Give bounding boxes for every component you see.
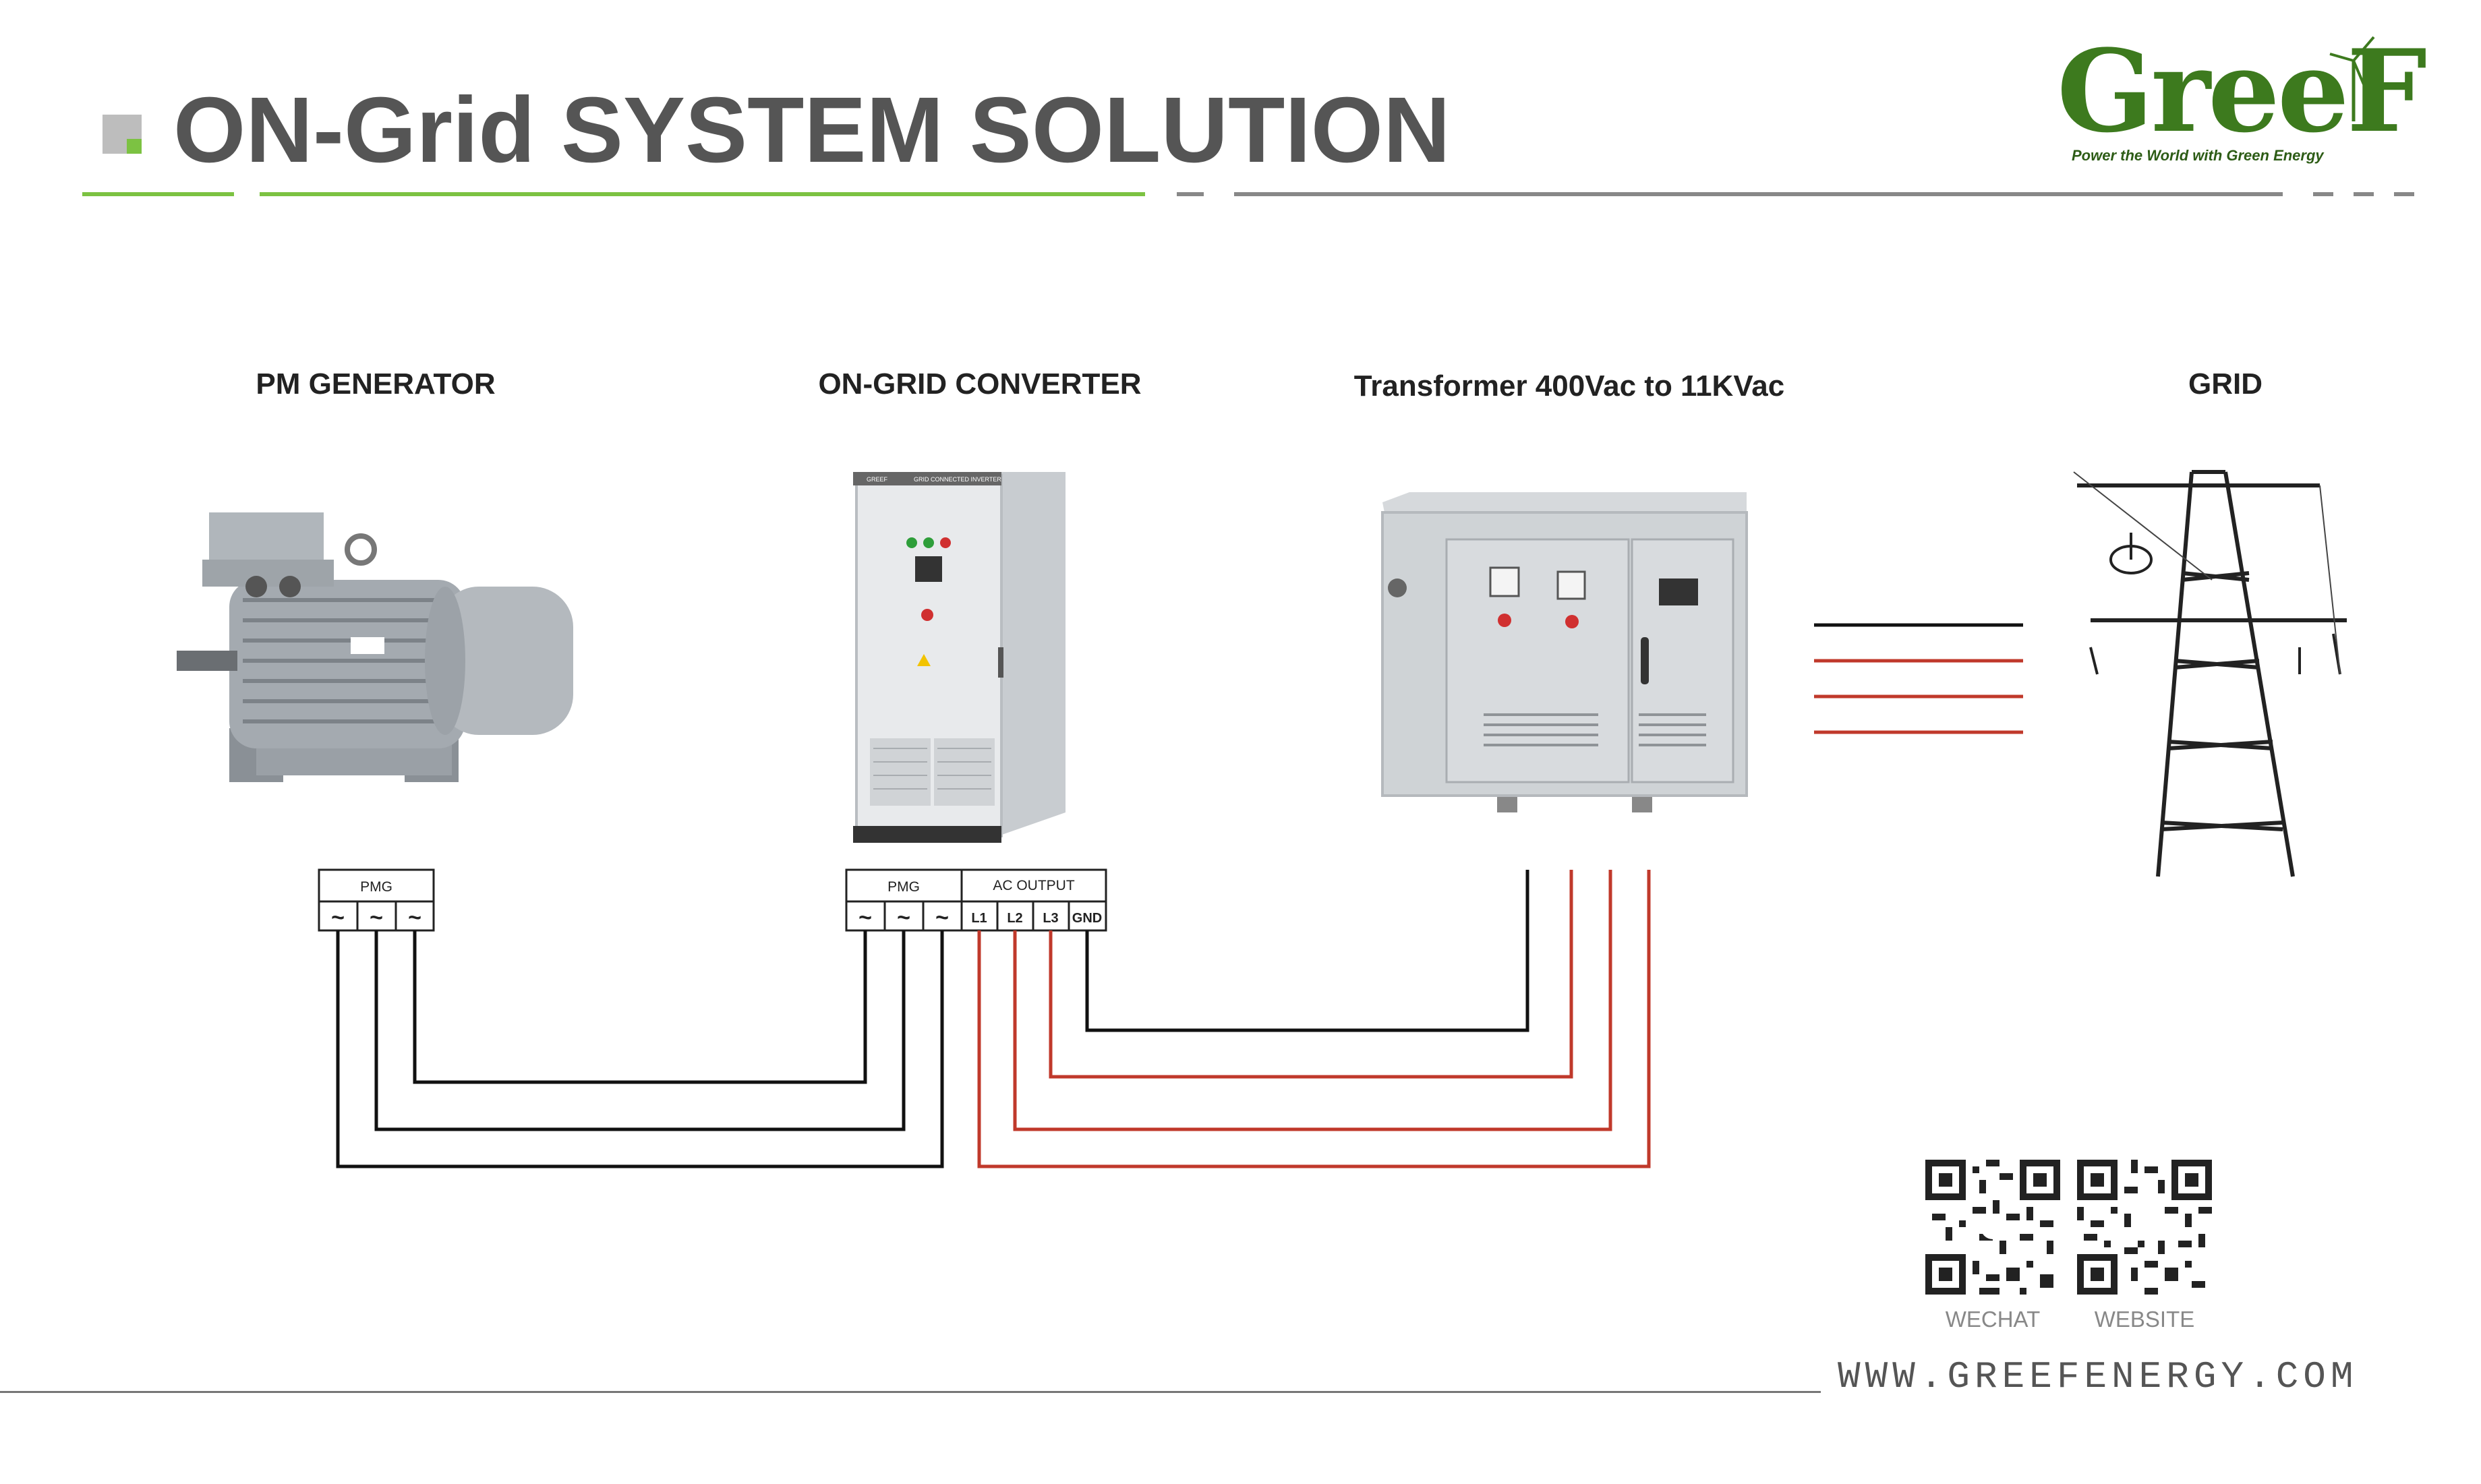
converter-terminal-block bbox=[845, 868, 1107, 932]
label-on-grid-converter: ON-GRID CONVERTER bbox=[818, 367, 1142, 400]
website-url[interactable]: WWW.GREEFENERGY.COM bbox=[1838, 1355, 2358, 1398]
generator-pmg-header: PMG bbox=[360, 879, 392, 895]
greef-logo: GreeF Power the World with Green Energy bbox=[2057, 27, 2434, 175]
generator-terminal-block bbox=[318, 868, 435, 932]
wire-l2 bbox=[1013, 870, 1612, 1131]
wire-pmg-phase-2 bbox=[374, 930, 906, 1131]
converter-pmg-header: PMG bbox=[887, 879, 920, 895]
header-rule-green-1 bbox=[82, 192, 234, 196]
transmission-tower-image bbox=[2073, 470, 2347, 877]
converter-terminal-l3: L3 bbox=[1043, 911, 1058, 926]
footer-rule bbox=[0, 1391, 1821, 1393]
wind-turbine-icon bbox=[2329, 36, 2375, 121]
label-grid: GRID bbox=[2188, 367, 2263, 400]
header-rule-dash-2 bbox=[2313, 192, 2333, 196]
generator-phase-3: ~ bbox=[408, 905, 421, 930]
title-square-icon bbox=[103, 115, 150, 162]
wechat-qr-label: WECHAT bbox=[1945, 1307, 2041, 1332]
label-pm-generator: PM GENERATOR bbox=[256, 367, 496, 400]
converter-model-text: GRID CONNECTED INVERTER bbox=[914, 476, 1001, 483]
generator-phase-2: ~ bbox=[370, 905, 383, 930]
converter-brand-text: GREEF bbox=[867, 476, 888, 483]
wire-l3 bbox=[1049, 870, 1573, 1079]
generator-phase-1: ~ bbox=[331, 905, 345, 930]
converter-pmg-phase-3: ~ bbox=[935, 905, 949, 930]
converter-ac-output-header: AC OUTPUT bbox=[993, 878, 1075, 893]
pm-generator-image bbox=[177, 512, 573, 782]
transformer-image bbox=[1381, 492, 1748, 812]
converter-pmg-phase-1: ~ bbox=[858, 905, 872, 930]
wire-pmg-phase-1 bbox=[336, 930, 944, 1168]
converter-terminal-l1: L1 bbox=[971, 911, 987, 926]
label-transformer: Transformer 400Vac to 11KVac bbox=[1353, 369, 1785, 403]
converter-terminal-gnd: GND bbox=[1072, 911, 1102, 926]
header-rule-green-2 bbox=[260, 192, 1145, 196]
wechat-qr-code bbox=[1925, 1160, 2060, 1295]
converter-terminal-l2: L2 bbox=[1007, 911, 1022, 926]
wire-l1 bbox=[977, 870, 1651, 1168]
wire-pmg-phase-3 bbox=[413, 930, 867, 1084]
wire-gnd bbox=[1085, 870, 1529, 1032]
header-rule-dash-4 bbox=[2394, 192, 2414, 196]
website-qr-label: WEBSITE bbox=[2094, 1307, 2195, 1332]
on-grid-converter-image: GREEF GRID CONNECTED INVERTER bbox=[853, 472, 1066, 843]
page-title: ON-Grid SYSTEM SOLUTION bbox=[173, 78, 1451, 182]
website-qr-code bbox=[2077, 1160, 2212, 1295]
logo-tagline: Power the World with Green Energy bbox=[2072, 147, 2324, 164]
converter-pmg-phase-2: ~ bbox=[897, 905, 910, 930]
header-rule-gray bbox=[1234, 192, 2283, 196]
header-rule-dash-1 bbox=[1177, 192, 1204, 196]
header-rule-dash-3 bbox=[2354, 192, 2374, 196]
